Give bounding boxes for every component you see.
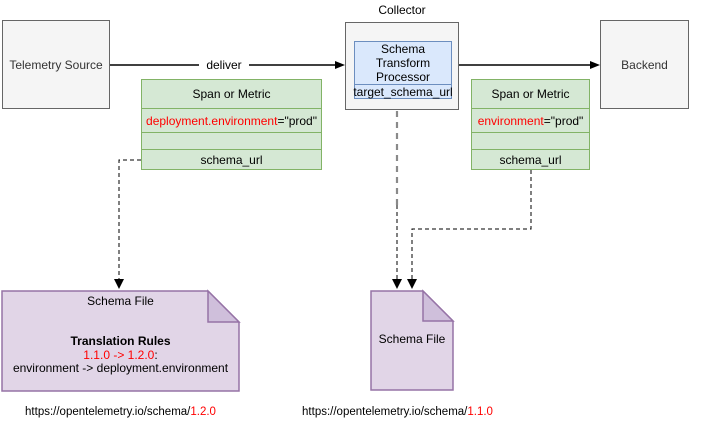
telemetry-source-node: Telemetry Source	[2, 20, 110, 109]
target-schema-url-field: target_schema_url	[353, 84, 453, 99]
span-or-metric-left: Span or Metric deployment.environment="p…	[141, 79, 322, 170]
span-left-attr-name: deployment.environment	[146, 113, 278, 128]
translation-rules-heading: Translation Rules	[70, 334, 171, 348]
schema-file-left-shape	[1, 290, 240, 392]
backend-node: Backend	[600, 20, 689, 109]
backend-label: Backend	[621, 57, 668, 72]
processor-title-line1: Schema Transform	[375, 42, 431, 70]
version-mapping: 1.1.0 -> 1.2.0	[83, 347, 155, 362]
schema-url-left: https://opentelemetry.io/schema/1.2.0	[0, 406, 241, 418]
telemetry-source-label: Telemetry Source	[9, 57, 103, 72]
schema-url-mid-version: 1.1.0	[467, 406, 493, 418]
schema-file-mid-fold	[422, 289, 455, 322]
left-schema-url-arrowhead	[114, 279, 124, 289]
span-right-title: Span or Metric	[491, 87, 570, 102]
right-schema-url-arrowhead	[407, 279, 417, 289]
schema-file-left-fold	[207, 289, 241, 323]
span-left-title: Span or Metric	[192, 87, 271, 102]
collector-label: Collector	[378, 3, 426, 17]
deliver-arrowhead	[335, 61, 345, 69]
deliver-edge-label: deliver	[199, 58, 249, 72]
span-left-attr-value: ="prod"	[277, 113, 317, 128]
version-mapping-line: 1.1.0 -> 1.2.0:	[2, 347, 239, 363]
schema-url-mid-base: https://opentelemetry.io/schema/	[302, 406, 468, 418]
processor-title-line2: Processor	[375, 70, 431, 84]
span-left-empty-row	[142, 131, 321, 150]
span-right-schema-url-field: schema_url	[472, 149, 589, 169]
processor-title: Schema Transform Processor	[355, 42, 451, 84]
span-right-attribute-row: environment="prod"	[472, 108, 589, 131]
span-left-schema-url-field: schema_url	[142, 149, 321, 169]
schema-transform-processor-node: Schema Transform Processor target_schema…	[353, 41, 453, 99]
span-left-attribute-row: deployment.environment="prod"	[142, 108, 321, 131]
schema-url-left-base: https://opentelemetry.io/schema/	[25, 406, 191, 418]
span-or-metric-right: Span or Metric environment="prod" schema…	[471, 79, 590, 170]
schema-file-mid-title: Schema File	[378, 332, 446, 346]
right-schema-url-dashed-line	[411, 170, 532, 280]
schema-url-mid: https://opentelemetry.io/schema/1.1.0	[300, 406, 495, 418]
schema-url-left-version: 1.2.0	[190, 406, 216, 418]
left-schema-url-dashed-line	[118, 159, 141, 280]
target-schema-url-arrowhead	[392, 279, 402, 289]
translation-rule: environment -> deployment.environment	[12, 361, 229, 375]
span-right-empty-row	[472, 131, 589, 150]
version-mapping-suffix: :	[154, 347, 158, 362]
span-right-attr-value: ="prod"	[543, 113, 584, 128]
schema-file-left-rules: Translation Rules 1.1.0 -> 1.2.0: enviro…	[2, 334, 239, 376]
span-right-attr-name: environment	[477, 113, 544, 128]
schema-file-left-title: Schema File	[87, 294, 154, 308]
collector-backend-arrowhead	[590, 61, 600, 69]
